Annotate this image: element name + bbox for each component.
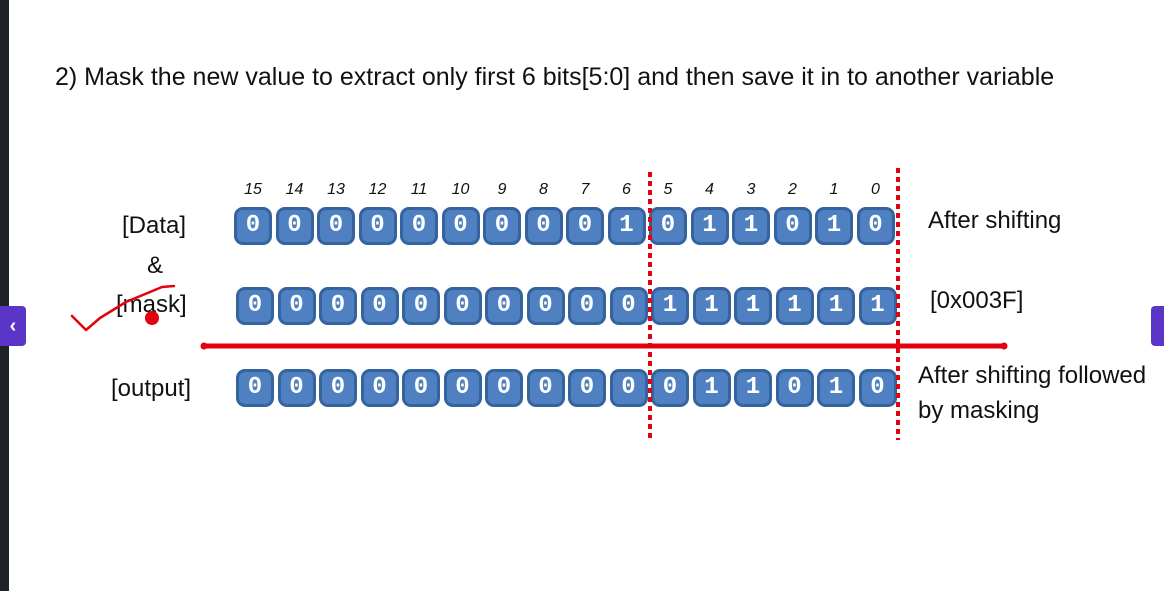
bit-cell: 1 <box>858 287 897 325</box>
previous-slide-button[interactable]: ‹ <box>0 306 26 346</box>
bit-index-label: 12 <box>368 181 387 198</box>
bit-cell: 1 <box>775 287 814 325</box>
window-left-edge <box>0 0 9 591</box>
bit-index-label: 1 <box>829 181 839 198</box>
bit-index-label: 9 <box>497 181 507 198</box>
bit-cell: 1 <box>607 207 646 245</box>
bit-cell: 0 <box>526 287 565 325</box>
data-row-label: [Data] <box>122 212 187 239</box>
slide-heading: 2) Mask the new value to extract only fi… <box>55 63 1055 91</box>
bit-cell: 1 <box>734 369 772 407</box>
bit-cell: 1 <box>690 207 729 245</box>
bit-index-label: 10 <box>451 181 470 198</box>
bit-cell: 0 <box>319 369 357 407</box>
bit-cell: 0 <box>277 369 316 407</box>
next-slide-button[interactable] <box>1151 306 1164 346</box>
bit-cell: 1 <box>817 287 855 325</box>
bit-index-label: 5 <box>663 181 673 198</box>
bit-cell: 0 <box>402 369 440 407</box>
bit-cell: 0 <box>236 287 274 325</box>
bit-cell: 0 <box>360 287 399 325</box>
bit-cell: 0 <box>526 369 565 407</box>
bit-cell: 0 <box>858 369 897 407</box>
bit-cell: 0 <box>400 207 438 245</box>
bit-cell: 1 <box>651 287 689 325</box>
bit-cell: 1 <box>692 287 731 325</box>
data-note: After shifting <box>928 207 1062 234</box>
bit-cell: 0 <box>317 207 355 245</box>
bit-index-label: 6 <box>622 181 631 198</box>
bit-cell: 0 <box>234 207 272 245</box>
checkmark-annotation <box>70 284 176 332</box>
bit-cell: 0 <box>773 207 812 245</box>
bit-cell: 1 <box>817 369 855 407</box>
bit-cell: 0 <box>524 207 563 245</box>
bit-cell: 0 <box>443 369 482 407</box>
bit-cell: 0 <box>236 369 274 407</box>
bit-cell: 1 <box>815 207 853 245</box>
pointer-dot-annotation <box>145 311 159 325</box>
bit-cell: 0 <box>358 207 397 245</box>
bit-cell: 0 <box>609 369 648 407</box>
bit-cell: 0 <box>441 207 480 245</box>
and-operator: & <box>147 252 164 279</box>
bit-index-label: 3 <box>746 181 756 198</box>
bit-cell: 0 <box>319 287 357 325</box>
bit-cell: 0 <box>402 287 440 325</box>
chevron-left-icon: ‹ <box>9 314 17 337</box>
bit-cell: 0 <box>568 287 606 325</box>
bit-cell: 0 <box>566 207 604 245</box>
bit-cell: 0 <box>856 207 895 245</box>
bit-index-label: 2 <box>788 181 797 198</box>
bit-index-label: 11 <box>410 181 428 198</box>
bit-cell: 0 <box>483 207 521 245</box>
bit-cell: 0 <box>275 207 314 245</box>
mask-note: [0x003F] <box>930 287 1024 314</box>
bit-cell: 0 <box>277 287 316 325</box>
bit-index-label: 13 <box>327 181 345 198</box>
bit-cell: 0 <box>649 207 687 245</box>
bit-cell: 1 <box>732 207 770 245</box>
bit-cell: 1 <box>734 287 772 325</box>
bit-cell: 0 <box>568 369 606 407</box>
bit-index-label: 0 <box>871 181 880 198</box>
bit-cell: 0 <box>609 287 648 325</box>
bit-cell: 0 <box>485 369 523 407</box>
bit-index-label: 4 <box>705 181 714 198</box>
bit-index-label: 15 <box>244 181 262 198</box>
bit-index-label: 8 <box>539 181 548 198</box>
bit-cell: 0 <box>775 369 814 407</box>
bit-cell: 0 <box>651 369 689 407</box>
bit-cell: 1 <box>692 369 731 407</box>
bit-index-label: 14 <box>285 181 304 198</box>
bit-cell: 0 <box>443 287 482 325</box>
bit-cell: 0 <box>485 287 523 325</box>
divider-start-dot <box>200 342 208 350</box>
output-note: After shifting followed by masking <box>918 362 1147 424</box>
bit-cell: 0 <box>360 369 399 407</box>
output-row-label: [output] <box>111 375 192 402</box>
divider-end-dot <box>1000 342 1008 350</box>
bit-index-label: 7 <box>580 181 590 198</box>
